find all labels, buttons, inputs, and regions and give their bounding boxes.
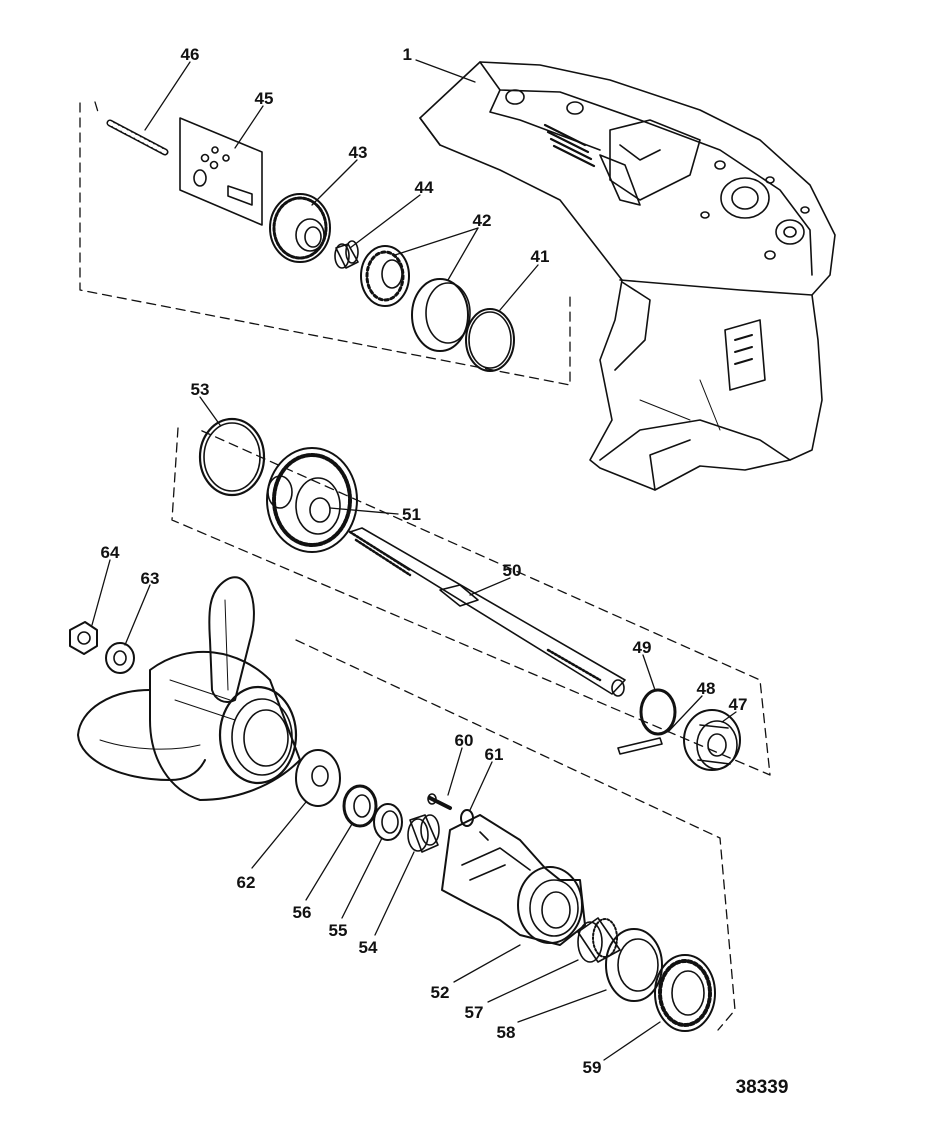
forward-gear	[267, 448, 357, 552]
roller-bearing	[578, 918, 620, 962]
callout-62: 62	[237, 873, 256, 892]
cross-pin	[618, 738, 662, 754]
clutch	[684, 710, 740, 770]
leader-54	[374, 851, 415, 936]
assembly-guide-lines	[79, 101, 771, 1031]
callout-64: 64	[101, 543, 120, 562]
leader-45	[234, 105, 264, 149]
tapered-bearing-and-race	[361, 246, 470, 351]
propeller	[78, 577, 300, 800]
leader-48	[667, 695, 703, 733]
leader-58	[517, 989, 607, 1023]
leader-44	[349, 194, 421, 249]
leader-62	[251, 801, 307, 869]
callout-1: 1	[403, 45, 412, 64]
needle-bearing	[335, 241, 358, 268]
guide-middle	[171, 427, 771, 776]
leader-51	[329, 507, 399, 515]
leader-59	[603, 1021, 661, 1061]
spring-ring	[641, 690, 675, 734]
callout-47: 47	[729, 695, 748, 714]
callout-50: 50	[503, 561, 522, 580]
leader-63	[124, 584, 151, 646]
spring	[110, 123, 165, 152]
callout-41: 41	[531, 247, 550, 266]
callout-57: 57	[465, 1003, 484, 1022]
callout-53: 53	[191, 380, 210, 399]
callout-45: 45	[255, 89, 274, 108]
leader-64	[91, 559, 111, 626]
washer	[374, 804, 402, 840]
pinion-gear	[270, 194, 330, 262]
callout-51: 51	[402, 505, 421, 524]
thrust-bearing	[655, 955, 715, 1031]
oil-seal	[344, 786, 376, 826]
guide-upper-tick	[94, 101, 99, 113]
leader-56	[305, 823, 353, 901]
leader-41	[499, 264, 539, 311]
callout-60: 60	[455, 731, 474, 750]
callout-59: 59	[583, 1058, 602, 1077]
callout-46: 46	[181, 45, 200, 64]
leader-lines	[91, 59, 737, 1061]
leader-42a	[394, 227, 479, 256]
callout-61: 61	[485, 745, 504, 764]
o-ring-large	[200, 419, 264, 495]
tab-washer	[106, 643, 134, 673]
leader-50	[469, 577, 511, 596]
leader-52	[453, 944, 521, 983]
callout-labels: 1 41 42 43 44 45 46 47 48 49 50 51 52 53…	[101, 45, 748, 1077]
callout-56: 56	[293, 903, 312, 922]
leader-57	[487, 959, 579, 1003]
leader-42b	[447, 227, 479, 281]
leader-47	[721, 711, 737, 723]
thrust-hub	[296, 750, 340, 806]
callout-54: 54	[359, 938, 378, 957]
thrust-washer	[606, 929, 662, 1001]
callout-43: 43	[349, 143, 368, 162]
leader-49	[642, 654, 656, 691]
guide-upper	[79, 102, 571, 386]
leader-43	[311, 159, 358, 206]
callout-49: 49	[633, 638, 652, 657]
callout-44: 44	[415, 178, 434, 197]
leader-53	[199, 396, 221, 426]
propeller-nut	[70, 622, 97, 654]
shim-kit	[180, 118, 262, 225]
screw	[428, 794, 450, 808]
guide-lower	[295, 639, 736, 1031]
bearing-carrier	[442, 815, 585, 945]
callout-52: 52	[431, 983, 450, 1002]
leader-46	[144, 61, 191, 131]
propeller-shaft	[350, 528, 625, 696]
leader-60	[447, 747, 463, 796]
plate-id-number: 38339	[736, 1077, 789, 1098]
leader-55	[341, 837, 383, 919]
o-ring	[466, 309, 514, 371]
leader-61	[469, 761, 493, 811]
callout-55: 55	[329, 921, 348, 940]
gear-housing	[420, 62, 835, 490]
needle-bearing-carrier	[408, 815, 439, 852]
callout-58: 58	[497, 1023, 516, 1042]
callout-63: 63	[141, 569, 160, 588]
leader-1	[415, 59, 476, 83]
callout-42: 42	[473, 211, 492, 230]
callout-48: 48	[697, 679, 716, 698]
